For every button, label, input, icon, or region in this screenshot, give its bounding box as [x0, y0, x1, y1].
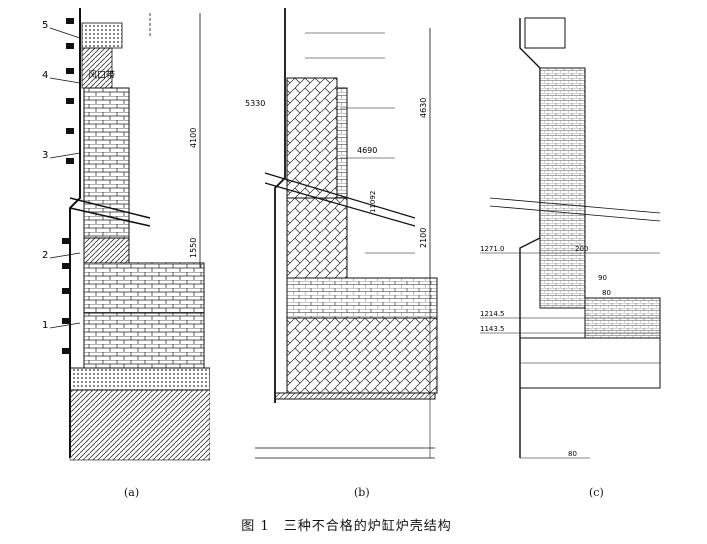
leader-2: 2: [42, 250, 48, 261]
figure-number: 图 1: [241, 519, 270, 534]
dim-200: 200: [575, 245, 588, 253]
dim-11092: 11092: [369, 191, 377, 213]
leader-5: 5: [42, 20, 48, 31]
dim-4690: 4690: [357, 146, 377, 155]
panel-a-drawing: 5 4 3 2 1 风口带 4100 1550: [40, 8, 210, 468]
dim-5330: 5330: [245, 99, 265, 108]
dim-80-b: 80: [568, 450, 577, 458]
leader-4: 4: [42, 70, 48, 81]
dim-1214: 1214.5: [480, 310, 505, 318]
panel-b-drawing: 4630 4690 2100 5330 11092: [245, 8, 440, 468]
tuyere-zone-label: 风口带: [88, 70, 115, 81]
leader-3: 3: [42, 150, 48, 161]
dim-1271: 1271.0: [480, 245, 505, 253]
dim-1143: 1143.5: [480, 325, 505, 333]
panel-b-label: (b): [354, 486, 370, 499]
figure-title: 三种不合格的炉缸炉壳结构: [283, 519, 452, 534]
panel-c-drawing: 1271.0 200 1214.5 1143.5 90 80 80: [480, 8, 665, 468]
panel-c-label: (c): [589, 486, 604, 499]
panel-a-label: (a): [124, 486, 140, 499]
dim-4630: 4630: [419, 98, 428, 118]
leader-1: 1: [42, 320, 48, 331]
dim-1550: 1550: [189, 238, 198, 258]
dim-90: 90: [598, 274, 607, 282]
dim-2100: 2100: [419, 228, 428, 248]
dim-80-a: 80: [602, 289, 611, 297]
figure-caption: 图 1 三种不合格的炉缸炉壳结构: [0, 515, 707, 534]
dim-4100: 4100: [189, 128, 198, 148]
